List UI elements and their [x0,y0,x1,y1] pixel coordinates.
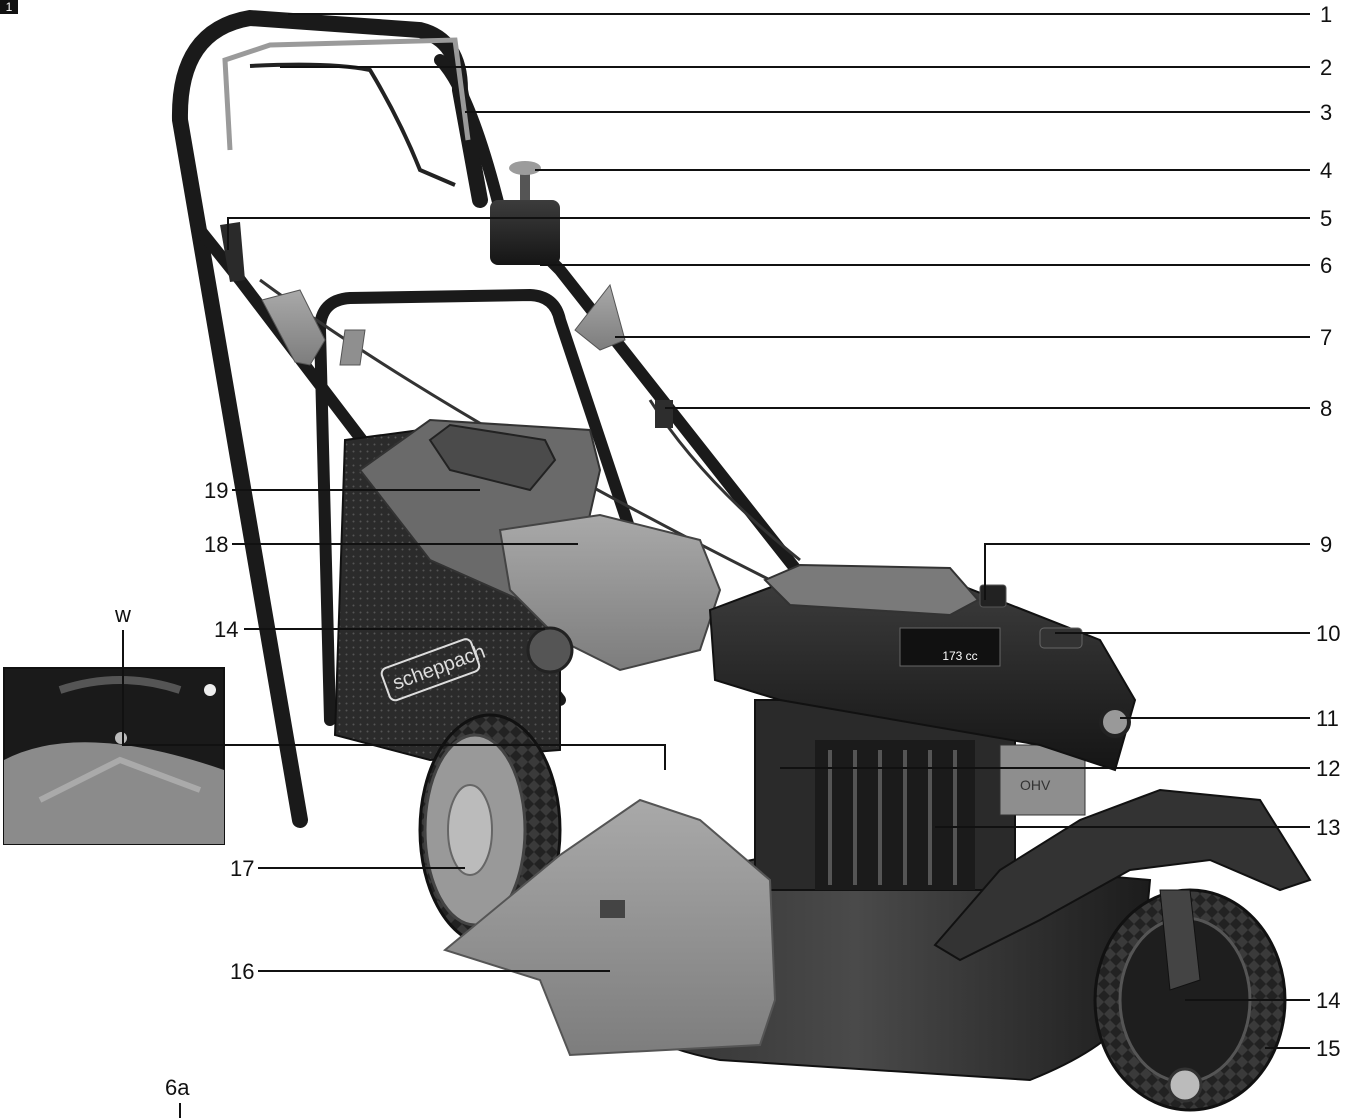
front-bumper [933,788,1312,962]
callout-1: 1 [1320,2,1332,27]
engine-badge-text: 173 cc [942,649,977,663]
callout-lines-right [227,13,1310,1049]
callout-8: 8 [1320,396,1332,421]
callout-13: 13 [1316,815,1340,840]
callout-16: 16 [230,959,254,984]
primer-button [1099,706,1131,738]
discharge-flap [442,798,777,1057]
callouts-left: 19 18 14 17 16 w 6a [114,478,254,1100]
callout-19: 19 [204,478,228,503]
callout-4: 4 [1320,158,1332,183]
height-adjust-knob [526,626,574,674]
callout-2: 2 [1320,55,1332,80]
catcher-handle [428,423,557,492]
callout-12: 12 [1316,756,1340,781]
callout-6a: 6a [165,1075,190,1100]
callout-18: 18 [204,532,228,557]
inset-label-w: w [114,602,131,627]
fuel-tank-cap-cover [763,563,980,617]
inset-photo [3,667,225,845]
engine-brand-text: OHV [1020,777,1051,793]
brake-lever [222,37,471,151]
engine: OHV 173 cc [708,563,1137,891]
grass-catcher: scheppach [333,418,722,762]
oil-dipstick-cap [979,584,1007,608]
height-adjust-lever [1159,889,1201,991]
control-box [490,200,560,265]
hook-clip [220,222,245,282]
callouts-right: 1 2 3 4 5 6 7 8 9 10 11 12 13 14 15 [1316,2,1340,1061]
flap-latch [600,900,625,918]
lower-handle-bar [313,288,646,726]
key-icon [509,161,541,200]
callout-10: 10 [1316,621,1340,646]
callout-3: 3 [1320,100,1332,125]
cable-clip [655,400,673,428]
callout-17: 17 [230,856,254,881]
callout-15: 15 [1316,1036,1340,1061]
drive-lever [249,62,456,187]
callout-14-left: 14 [214,617,238,642]
starter-grip [1039,627,1083,649]
figure-number-tag: 1 [0,0,18,14]
callout-6: 6 [1320,253,1332,278]
muffler-guard [815,740,975,890]
callout-lines-left [122,489,666,1118]
engine-label [899,627,1001,667]
callout-5: 5 [1320,206,1332,231]
callout-7: 7 [1320,325,1332,350]
callout-14-right: 14 [1316,988,1340,1013]
callout-11: 11 [1316,706,1339,731]
air-filter [999,744,1086,816]
callout-9: 9 [1320,532,1332,557]
quick-release-lever [261,283,626,366]
